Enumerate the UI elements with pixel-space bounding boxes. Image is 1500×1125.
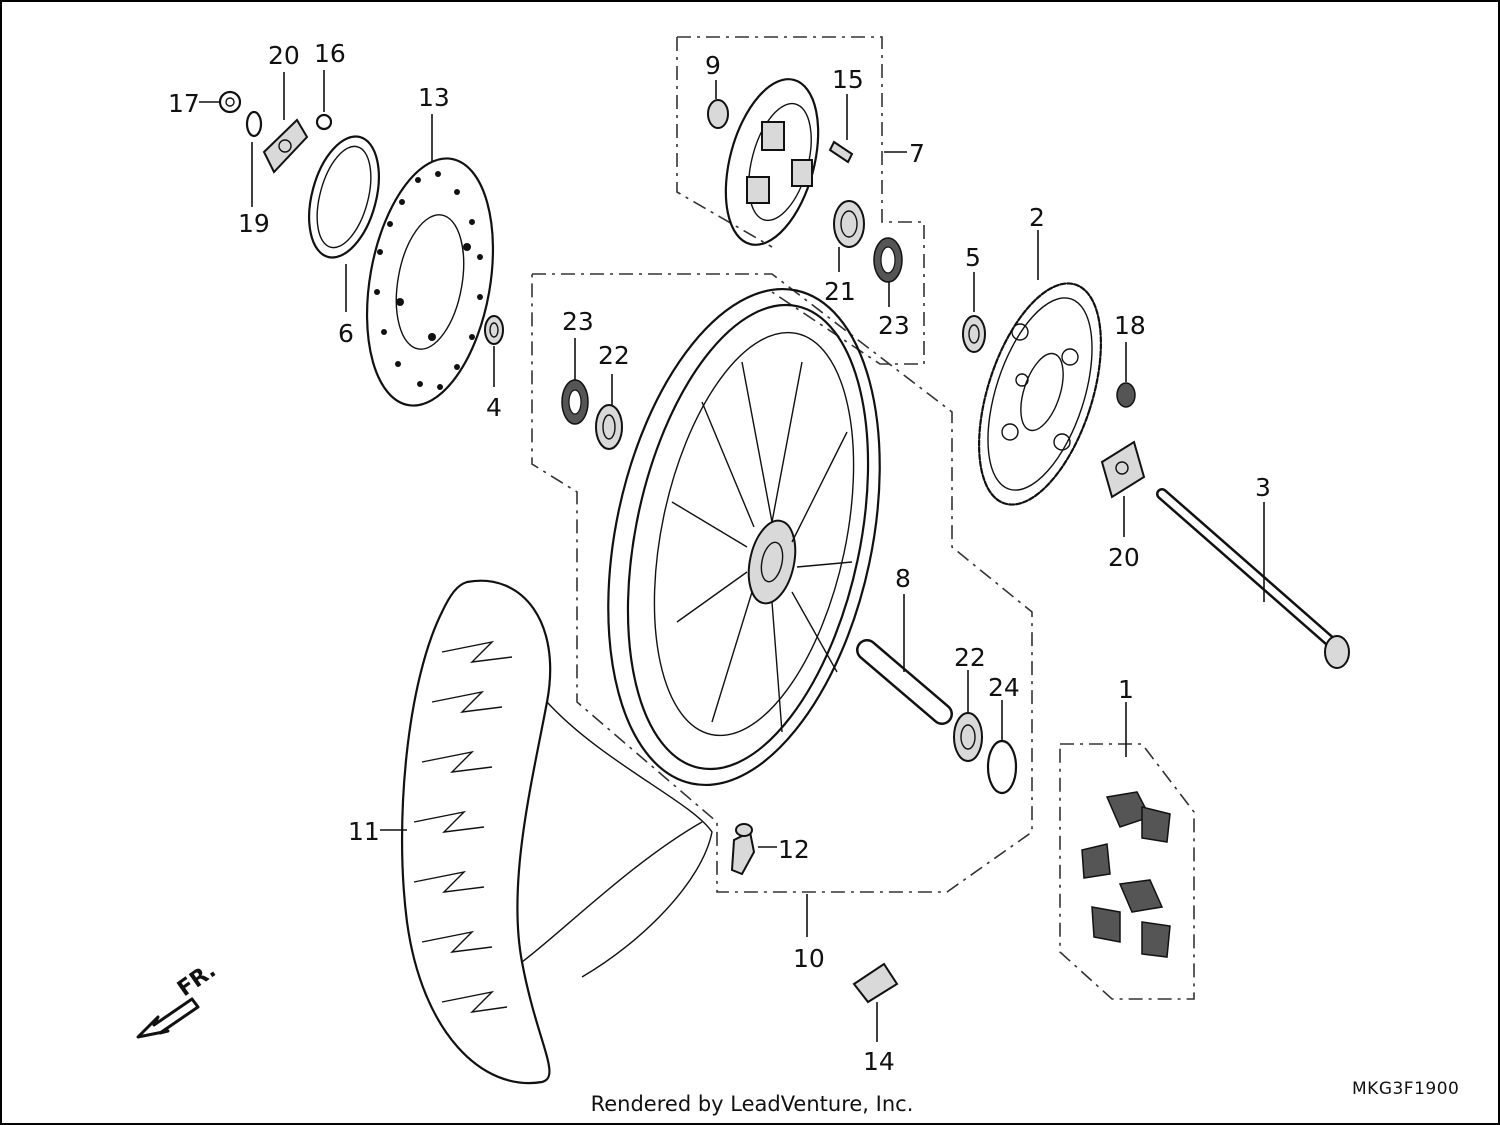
callout-10: 10 <box>793 944 825 973</box>
part-24-o-ring <box>986 700 1018 795</box>
part-13-brake-disc <box>365 114 495 407</box>
callout-14: 14 <box>863 1047 895 1076</box>
part-7-driven-flange <box>724 78 907 246</box>
callout-3: 3 <box>1255 473 1271 502</box>
part-16-bolt <box>315 70 333 131</box>
callout-22-left: 22 <box>598 341 630 370</box>
callout-2: 2 <box>1029 203 1045 232</box>
callout-20-lower: 20 <box>1108 543 1140 572</box>
part-12-air-valve <box>730 823 777 876</box>
callout-5: 5 <box>965 243 981 272</box>
callout-6: 6 <box>338 319 354 348</box>
part-18-nut <box>1116 342 1136 408</box>
callout-13: 13 <box>418 83 450 112</box>
callout-20-upper: 20 <box>268 41 300 70</box>
callout-11: 11 <box>348 817 380 846</box>
callout-15: 15 <box>832 65 864 94</box>
hub-assembly-boundary <box>677 36 925 365</box>
part-10-rear-wheel <box>607 287 881 937</box>
part-3-axle <box>1156 488 1350 669</box>
callout-8: 8 <box>895 564 911 593</box>
part-6-caliper-bracket <box>308 135 380 312</box>
part-23-seal-left <box>561 338 589 425</box>
callout-18: 18 <box>1114 311 1146 340</box>
part-19-washer <box>245 110 263 207</box>
part-8-distance-collar <box>856 594 953 725</box>
part-17-nut <box>199 90 242 114</box>
part-15-pin <box>828 94 854 164</box>
front-direction-label: FR. <box>173 967 221 1002</box>
callout-23-upper: 23 <box>878 311 910 340</box>
callout-16: 16 <box>314 39 346 68</box>
wheel-assembly-boundary <box>531 273 1033 893</box>
part-20-chain-adjuster-lower <box>1100 440 1146 537</box>
part-11-tire <box>380 579 713 1085</box>
part-14-balance-weight <box>852 962 899 1042</box>
part-21-bearing <box>833 200 865 272</box>
part-9-collar <box>707 80 729 129</box>
part-1-damper-rubbers <box>1081 702 1171 958</box>
callout-7: 7 <box>909 139 925 168</box>
hub-assembly-boundary-left <box>676 37 773 248</box>
part-22-bearing-left <box>595 374 623 450</box>
part-22-bearing-right <box>953 670 983 762</box>
part-20-chain-adjuster-upper <box>262 72 309 174</box>
part-5-collar <box>962 272 986 353</box>
callout-24: 24 <box>988 673 1020 702</box>
diagram-code: MKG3F1900 <box>1352 1079 1460 1099</box>
damper-assembly-boundary <box>1059 743 1195 1000</box>
callout-23-left: 23 <box>562 307 594 336</box>
callout-1: 1 <box>1118 675 1134 704</box>
callout-17: 17 <box>168 89 200 118</box>
part-23-seal-upper <box>873 237 903 307</box>
front-direction-arrow-icon: FR. <box>136 967 221 1039</box>
footer-credit: Rendered by LeadVenture, Inc. <box>590 1092 914 1116</box>
callout-22-right: 22 <box>954 643 986 672</box>
callout-12: 12 <box>778 835 810 864</box>
part-2-driven-sprocket <box>978 230 1102 506</box>
part-4-collar <box>484 315 504 387</box>
callout-21: 21 <box>824 277 856 306</box>
callout-4: 4 <box>486 393 502 422</box>
callout-9: 9 <box>705 51 721 80</box>
callout-19: 19 <box>238 209 270 238</box>
